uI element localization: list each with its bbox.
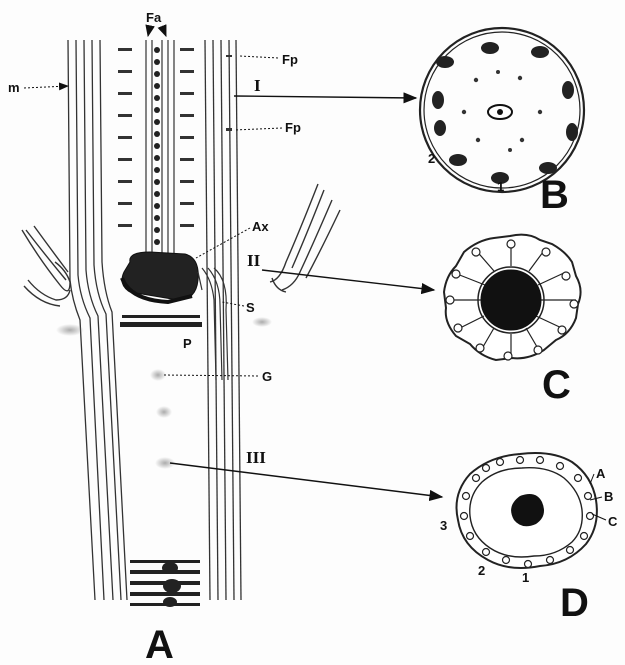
panel-c-cross-section: C — [444, 235, 581, 407]
d-number-3: 3 — [440, 518, 447, 533]
d-number-2: 2 — [478, 563, 485, 578]
column-beads — [154, 47, 160, 245]
section-marker-i: I — [254, 76, 261, 95]
label-m: m — [8, 80, 20, 95]
label-fa: Fa — [146, 10, 162, 25]
b-number-1: 1 — [497, 179, 504, 194]
label-fp-upper: Fp — [282, 52, 298, 67]
d-layer-c: C — [608, 514, 618, 529]
label-g: G — [262, 369, 272, 384]
panel-b-cross-section: 2 1 B — [420, 28, 584, 217]
right-branch — [270, 184, 340, 292]
d-layer-a: A — [596, 466, 606, 481]
label-s: S — [246, 300, 255, 315]
label-fp-lower: Fp — [285, 120, 301, 135]
b-number-2: 2 — [428, 151, 435, 166]
label-p: P — [183, 336, 192, 351]
c-central-disc — [481, 270, 541, 330]
d-layer-b: B — [604, 489, 613, 504]
panel-a-labels: Fa m Fp Fp Ax S P G I II III A — [8, 10, 442, 665]
panel-letter-a: A — [145, 623, 174, 665]
label-ax: Ax — [252, 219, 269, 234]
left-branch — [22, 226, 70, 306]
panel-d-cross-section: A B C 3 2 1 D — [440, 453, 618, 625]
panel-letter-d: D — [560, 581, 589, 625]
bottom-beaded-rows — [130, 560, 200, 607]
axoneme-column — [146, 40, 174, 255]
left-wall — [68, 40, 127, 600]
section-marker-ii: II — [247, 251, 261, 270]
d-number-1: 1 — [522, 570, 529, 585]
section-marker-iii: III — [246, 448, 266, 467]
plate-p — [120, 315, 202, 327]
right-wall — [205, 40, 241, 600]
panel-letter-c: C — [542, 363, 571, 407]
panel-letter-b: B — [540, 173, 569, 217]
